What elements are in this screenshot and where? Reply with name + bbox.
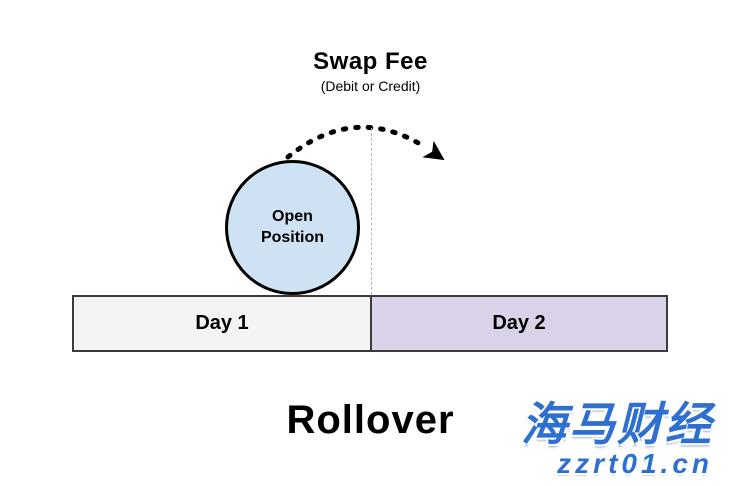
open-position-label-line2: Position	[260, 228, 325, 246]
watermark-site: zzrt01.cn	[557, 447, 713, 479]
day2-bar: Day 2	[370, 295, 668, 352]
watermark: 海马财经 zzrt01.cn	[521, 400, 713, 478]
day1-bar: Day 1	[72, 295, 372, 352]
diagram-caption: Rollover	[286, 398, 455, 442]
open-position-circle: Open Position	[225, 160, 360, 295]
rollover-arrow-icon	[285, 124, 445, 161]
open-position-label-line1: Open	[272, 207, 313, 225]
diagram-title: Swap Fee	[313, 48, 428, 75]
day-separator-line	[371, 128, 372, 295]
watermark-brand: 海马财经	[521, 398, 713, 451]
day2-label: Day 2	[492, 312, 546, 334]
day1-label: Day 1	[195, 312, 249, 334]
timeline-bars: Day 1 Day 2	[72, 295, 668, 352]
diagram-subtitle: (Debit or Credit)	[320, 78, 421, 94]
